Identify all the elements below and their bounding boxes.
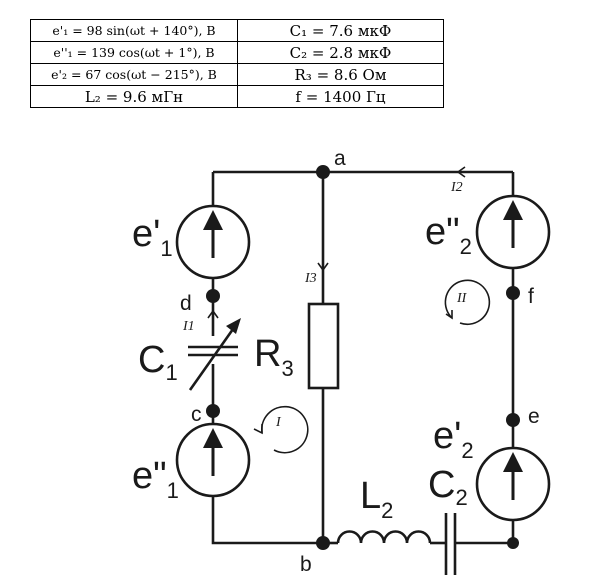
node-label-d: d [180,292,192,315]
param-e1-double-prime: e''₁ = 139 cos(ωt + 1°), B [30,41,238,64]
loop-arrow-2-icon [445,310,453,320]
node-f [506,286,520,300]
current-label-i2: I2 [450,180,463,195]
table-row: e'₂ = 67 cos(ωt − 215°), B R₃ = 8.6 Ом [30,63,444,86]
node-label-c: c [191,403,202,426]
source-e1-prime [175,204,251,280]
param-e1-prime: e'₁ = 98 sin(ωt + 140°), B [30,19,238,42]
node-e [506,413,520,427]
inductor-l2 [336,530,432,544]
param-l2: L₂ = 9.6 мГн [30,85,238,108]
source-e1-double-prime [175,422,251,498]
node-b [316,536,330,550]
label-e2-prime: e'2 [433,415,474,463]
current-label-i3: I3 [304,271,317,286]
loop-arrow-1-icon [253,424,263,435]
resistor-r3 [307,302,340,390]
source-e2-double-prime [475,194,551,270]
node-label-e: e [528,405,540,428]
label-c1: C1 [138,339,178,385]
capacitor-c1-variable-line [188,321,240,391]
arrow-head-icon [226,318,241,334]
node-a [316,165,330,179]
param-c1: C₁ = 7.6 мкФ [237,19,444,42]
arrow-up-icon [203,428,223,448]
param-r3: R₃ = 8.6 Ом [237,63,444,86]
node-c [206,404,220,418]
label-l2: L2 [360,475,393,523]
label-e1-double-prime: e"1 [132,455,179,503]
table-row: L₂ = 9.6 мГн f = 1400 Гц [30,85,444,108]
table-row: e'₁ = 98 sin(ωt + 140°), B C₁ = 7.6 мкФ [30,19,444,42]
loop-arc-2 [444,279,491,326]
current-arrow-i3-icon [317,262,329,272]
node-label-f: f [528,285,534,308]
label-e1-prime: e'1 [132,213,173,261]
loop-arc-1 [260,405,309,454]
current-arrow-i1-icon [207,309,219,319]
parameter-table: e'₁ = 98 sin(ωt + 140°), B C₁ = 7.6 мкФ … [30,19,444,108]
param-f: f = 1400 Гц [237,85,444,108]
arrow-up-icon [503,452,523,472]
circuit-diagram: a b d c f e e'1 e"1 e"2 e'2 C1 R3 L2 C2 … [132,147,551,576]
current-label-i1: I1 [182,319,195,334]
wire-c2-to-right [455,520,515,545]
label-c2: C2 [428,464,468,510]
param-e2-prime: e'₂ = 67 cos(ωt − 215°), B [30,63,238,86]
label-e2-double-prime: e"2 [425,211,472,259]
table-row: e''₁ = 139 cos(ωt + 1°), B C₂ = 2.8 мкФ [30,41,444,64]
arrow-up-icon [503,200,523,220]
source-e2-prime [475,446,551,522]
loop-label-2: II [456,291,468,306]
node-label-a: a [334,147,346,170]
node-br [507,537,519,549]
param-c2: C₂ = 2.8 мкФ [237,41,444,64]
current-arrow-i2-icon [456,166,466,178]
node-label-b: b [300,553,312,576]
label-r3: R3 [254,333,294,381]
loop-label-1: I [275,415,282,430]
node-d [206,289,220,303]
arrow-up-icon [203,210,223,230]
wire-left-bottom [211,496,323,545]
